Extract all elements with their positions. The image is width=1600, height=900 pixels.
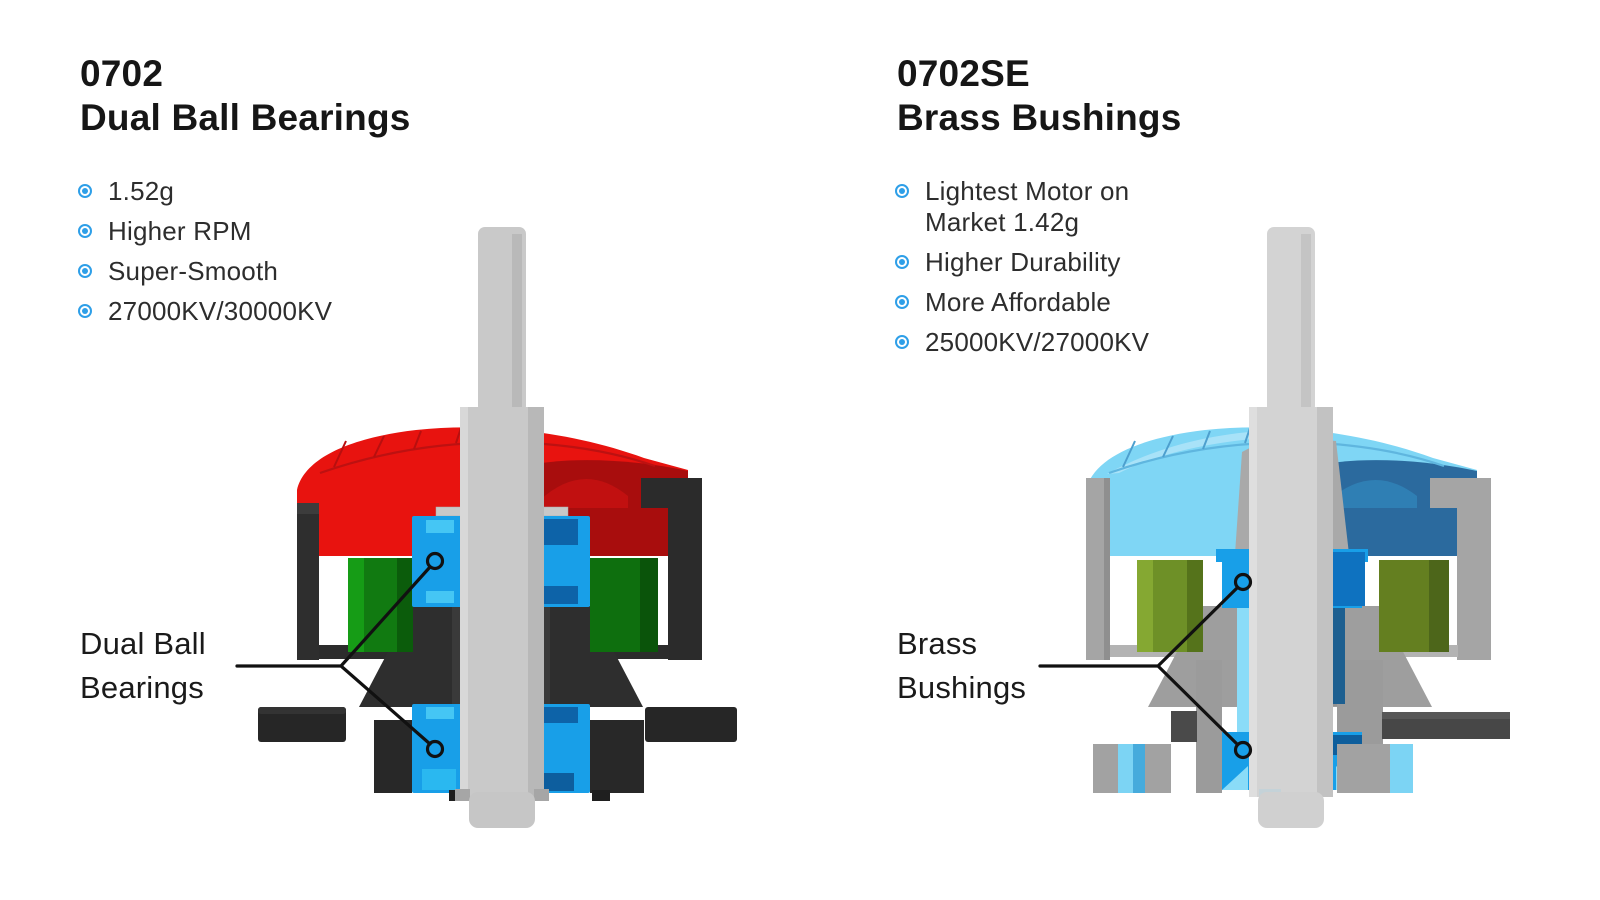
case-left-wall: [297, 503, 319, 660]
figure-motor-0702: [258, 227, 737, 828]
feature-line: 27000KV/30000KV: [108, 296, 333, 326]
callout-brass-bushings: [1038, 572, 1253, 760]
feature-text: 1.52g: [108, 176, 174, 207]
feature-text: Higher RPM: [108, 216, 252, 247]
magnets-olive: [1137, 560, 1449, 652]
callout-line: Bushings: [897, 670, 1027, 705]
feature-item: Higher RPM: [78, 216, 418, 247]
feature-text: 25000KV/27000KV: [925, 327, 1149, 358]
feature-line: Lightest Motor on: [925, 176, 1130, 206]
title-feature: Brass Bushings: [897, 97, 1182, 138]
feature-item: Lightest Motor on Market 1.42g: [895, 176, 1235, 238]
mount-base-black: [258, 707, 737, 801]
feature-line: Super-Smooth: [108, 256, 279, 286]
feature-line: 1.52g: [108, 176, 175, 206]
callout-lines: [1038, 586, 1239, 746]
bullet-target-icon: [78, 224, 92, 238]
feature-line: More Affordable: [925, 287, 1112, 317]
title-model: 0702SE: [897, 53, 1030, 94]
callout-dual-ball-bearings: [235, 551, 445, 759]
feature-item: Super-Smooth: [78, 256, 418, 287]
bullet-target-icon: [78, 304, 92, 318]
case-right-wall: [641, 478, 702, 660]
callout-lines: [235, 565, 432, 746]
bell-dome: [540, 478, 628, 508]
feature-item: 1.52g: [78, 176, 418, 207]
callout-marker-top: [1233, 572, 1253, 592]
bullet-target-icon: [78, 184, 92, 198]
bullet-target-icon: [78, 264, 92, 278]
feature-item: Higher Durability: [895, 247, 1235, 278]
feature-text: Higher Durability: [925, 247, 1121, 278]
shaft-navy-strip: [1331, 607, 1345, 704]
base-left-arm: [258, 707, 346, 742]
callout-marker-top: [425, 551, 445, 571]
feature-text: 27000KV/30000KV: [108, 296, 332, 327]
feature-text: Super-Smooth: [108, 256, 278, 287]
feature-item: 27000KV/30000KV: [78, 296, 418, 327]
bullet-target-icon: [895, 184, 909, 198]
callout-line: Dual Ball: [80, 626, 206, 661]
feature-list-0702: 1.52g Higher RPM Super-Smooth 27000KV/30…: [78, 176, 418, 327]
bell-facet-lines: [333, 425, 502, 468]
bullet-target-icon: [895, 255, 909, 269]
feature-line: Higher Durability: [925, 247, 1121, 277]
callout-line: Bearings: [80, 670, 204, 705]
bell-dome: [1329, 479, 1417, 508]
case-right-wall: [1430, 478, 1491, 660]
feature-text: More Affordable: [925, 287, 1111, 318]
motor-shaft: [455, 227, 549, 828]
shaft-bottom-tip: [469, 792, 535, 828]
feature-list-0702se: Lightest Motor on Market 1.42g Higher Du…: [895, 176, 1235, 358]
feature-line: 25000KV/27000KV: [925, 327, 1150, 357]
callout-marker-bottom: [1233, 740, 1253, 760]
base-right-arm: [645, 707, 737, 742]
title-feature: Dual Ball Bearings: [80, 97, 411, 138]
shaft-cyan-strip: [1237, 607, 1251, 735]
title-model: 0702: [80, 53, 164, 94]
base-dark-block: [1171, 711, 1197, 742]
product-title-0702: 0702 Dual Ball Bearings: [80, 52, 411, 140]
feature-line: Market 1.42g: [925, 207, 1080, 237]
callout-label-brass-bushings: Brass Bushings: [897, 622, 1026, 710]
bell-facet-lines: [1122, 425, 1291, 468]
shaft-bottom-tip: [1258, 792, 1324, 828]
feature-item: 25000KV/27000KV: [895, 327, 1235, 358]
feature-item: More Affordable: [895, 287, 1235, 318]
mount-base-gray: [1093, 711, 1510, 793]
bullet-target-icon: [895, 295, 909, 309]
figure-motor-0702se: [1086, 227, 1510, 828]
motor-shaft: [1249, 227, 1333, 828]
feature-text: Lightest Motor on Market 1.42g: [925, 176, 1129, 238]
bullet-target-icon: [895, 335, 909, 349]
callout-line: Brass: [897, 626, 978, 661]
callout-marker-bottom: [425, 739, 445, 759]
callout-label-dual-ball-bearings: Dual Ball Bearings: [80, 622, 206, 710]
feature-line: Higher RPM: [108, 216, 252, 246]
product-title-0702se: 0702SE Brass Bushings: [897, 52, 1182, 140]
magnets-green: [348, 558, 658, 652]
